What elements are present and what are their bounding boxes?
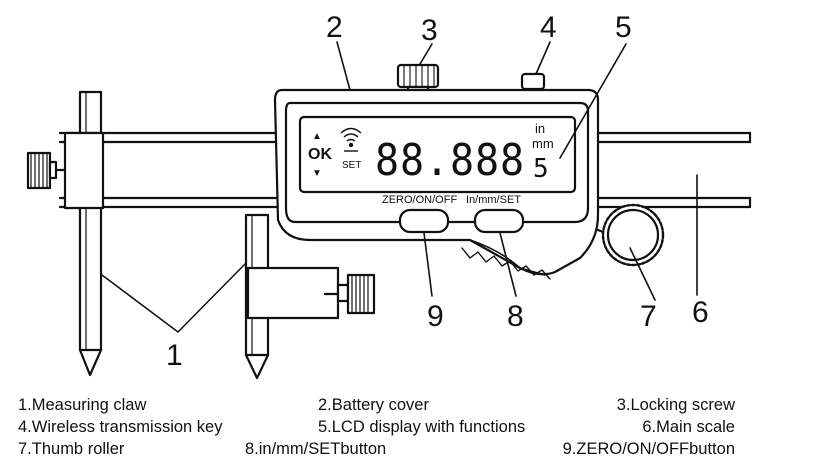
up-arrow-icon: ▲ [312, 131, 322, 142]
legend-item: 6.Main scale [642, 418, 735, 436]
down-arrow-icon: ▼ [312, 168, 322, 179]
lcd-small-digit: 5 [533, 154, 549, 184]
legend-item: 4.Wireless transmission key [18, 418, 223, 436]
zero-on-off-label: ZERO/ON/OFF [382, 194, 457, 206]
legend-row: 7.Thumb roller 8.in/mm/SETbutton 9.ZERO/… [0, 438, 837, 460]
callout-9: 9 [427, 300, 444, 333]
legend-item: 3.Locking screw [616, 396, 735, 414]
callout-8: 8 [507, 300, 524, 333]
wireless-signal-icon [340, 127, 362, 152]
callout-1: 1 [166, 339, 183, 372]
set-indicator: SET [342, 160, 361, 171]
in-mm-set-label: In/mm/SET [466, 194, 521, 206]
unit-in: in [535, 121, 545, 136]
lcd-digits: 88.888 [375, 135, 525, 186]
ok-indicator: OK [308, 146, 332, 163]
gear-band [461, 239, 551, 280]
thumb-roller [596, 203, 665, 267]
callout-5: 5 [615, 11, 632, 44]
legend-item: 1.Measuring claw [18, 396, 147, 414]
legend-row: 1.Measuring claw 2.Battery cover 3.Locki… [0, 394, 837, 416]
locking-screw [396, 63, 440, 95]
callout-leaders [336, 41, 698, 301]
legend-row: 4.Wireless transmission key 5.LCD displa… [0, 416, 837, 438]
movable-clamp-knob [336, 273, 376, 315]
callout-4: 4 [540, 11, 557, 44]
legend-item: 9.ZERO/ON/OFFbutton [562, 440, 735, 458]
callout-2: 2 [326, 11, 343, 44]
legend-item: 5.LCD display with functions [318, 418, 526, 436]
parts-legend: 1.Measuring claw 2.Battery cover 3.Locki… [0, 394, 837, 460]
callout-3: 3 [421, 14, 438, 47]
measuring-claw-left [48, 90, 105, 377]
lcd-window [298, 115, 577, 194]
callout-leader-1 [101, 262, 247, 333]
wireless-transmission-key [520, 72, 546, 91]
callout-7: 7 [640, 300, 657, 333]
callout-6: 6 [692, 296, 709, 329]
legend-item: 2.Battery cover [318, 396, 429, 414]
left-clamp-knob [26, 151, 58, 190]
in-mm-set-button-shape [473, 208, 525, 234]
unit-mm: mm [532, 136, 554, 151]
caliper-diagram: ▲ OK ▼ SET 88.888 in mm 5 ZERO/ON/OFF In… [26, 11, 752, 380]
zero-on-off-button-shape [398, 208, 450, 234]
legend-item: 7.Thumb roller [18, 440, 125, 458]
legend-item: 8.in/mm/SETbutton [245, 440, 387, 458]
